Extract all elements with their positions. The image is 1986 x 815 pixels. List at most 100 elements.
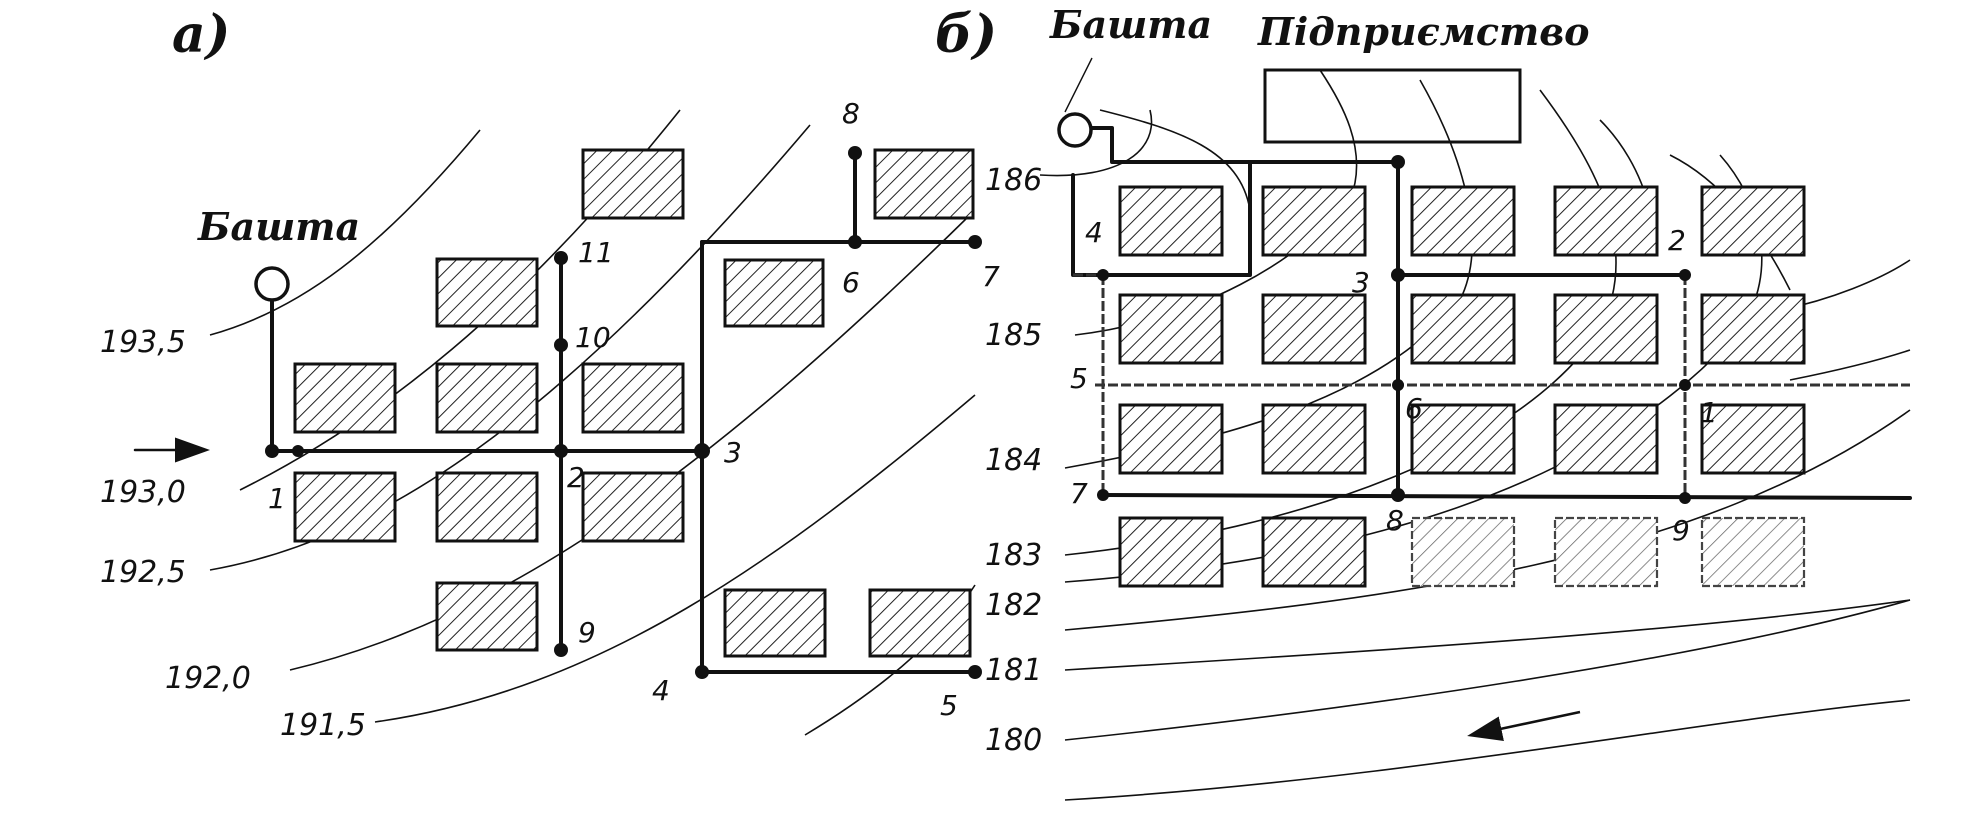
node-b-6 — [1392, 379, 1404, 391]
node-a-4 — [695, 665, 709, 679]
node-b-8 — [1391, 488, 1405, 502]
panel-a-blocks — [293, 148, 975, 658]
node-a-6 — [848, 235, 862, 249]
block-a-8 — [581, 471, 685, 543]
panel-b-blocks — [1118, 185, 1806, 588]
block-b-1-5 — [1700, 185, 1806, 257]
node-a-1b — [292, 445, 304, 457]
block-b-4-5 — [1700, 516, 1806, 588]
block-b-2-5 — [1700, 293, 1806, 365]
node-b-5 — [1097, 269, 1109, 281]
block-a-4 — [435, 362, 539, 434]
node-a-5 — [968, 665, 982, 679]
block-a-5 — [581, 362, 685, 434]
node-b-label-6: 6 — [1405, 392, 1423, 425]
block-a-2 — [435, 257, 539, 328]
panel-b-contour-labels: 186 185 184 183 182 181 180 — [985, 163, 1042, 758]
node-a-label-1: 1 — [268, 482, 286, 515]
block-b-1-4 — [1553, 185, 1659, 257]
contour-b-label-180: 180 — [985, 723, 1042, 758]
node-a-11 — [554, 251, 568, 265]
contour-b-extra-3 — [1099, 109, 1251, 211]
block-b-4-2 — [1261, 516, 1367, 588]
enterprise-block — [1263, 68, 1522, 144]
contour-b-extra-2 — [1064, 699, 1911, 801]
block-b-3-4 — [1553, 403, 1659, 475]
node-a-label-4: 4 — [652, 674, 670, 707]
node-a-label-8: 8 — [842, 97, 860, 130]
contour-b-label-182: 182 — [985, 588, 1042, 623]
contour-b-extra-1 — [1064, 599, 1911, 671]
block-b-4-4 — [1553, 516, 1659, 588]
node-a-2 — [554, 444, 568, 458]
contour-181 — [1064, 409, 1911, 631]
enterprise-label: Підприємство — [1257, 9, 1590, 54]
block-a-9 — [435, 581, 539, 652]
contour-b-label-184: 184 — [985, 443, 1042, 478]
panel-b-label: б) — [935, 4, 997, 65]
contour-180 — [1064, 599, 1911, 741]
node-b-label-4: 4 — [1085, 216, 1103, 249]
block-b-3-2 — [1261, 403, 1367, 475]
contour-a-label-192-0: 192,0 — [165, 661, 251, 696]
contour-a-label-193-0: 193,0 — [100, 475, 186, 510]
node-a-label-2: 2 — [567, 461, 585, 494]
block-a-7 — [435, 471, 539, 543]
tower-b-feed — [1088, 126, 1400, 164]
tower-a-icon — [254, 266, 290, 302]
pipe-b-7-9 — [1101, 493, 1912, 500]
node-b-label-8: 8 — [1386, 504, 1404, 537]
panel-a-contours — [209, 109, 976, 736]
contour-a-label-191-5: 191,5 — [280, 708, 366, 743]
node-a-7 — [968, 235, 982, 249]
panel-a-node-labels: 1 2 3 4 5 6 7 8 9 10 11 — [268, 97, 1000, 722]
tower-a-label: Башта — [197, 204, 360, 249]
node-b-label-1: 1 — [1700, 396, 1718, 429]
tower-b-leader — [1064, 57, 1093, 113]
panel-b: б) Башта Підприємство — [935, 2, 1912, 801]
block-b-1-1 — [1118, 185, 1224, 257]
node-b-7 — [1097, 489, 1109, 501]
panel-a: а) — [100, 4, 1000, 743]
panel-b-nodes — [1097, 155, 1691, 504]
panel-a-pipes — [133, 151, 977, 674]
panel-b-node-labels: 1 2 3 4 5 6 7 8 9 — [1070, 216, 1718, 547]
tower-b-icon — [1057, 112, 1093, 148]
panel-a-label: а) — [172, 4, 230, 65]
block-b-1-3 — [1410, 185, 1516, 257]
node-b-1 — [1679, 379, 1691, 391]
block-b-2-1 — [1118, 293, 1224, 365]
contour-a-label-192-5: 192,5 — [100, 555, 186, 590]
node-a-10 — [554, 338, 568, 352]
node-a-8 — [848, 146, 862, 160]
pipe-b-4-3 — [1071, 160, 1252, 277]
tower-b-label: Башта — [1049, 2, 1212, 47]
node-b-label-2: 2 — [1668, 224, 1686, 257]
node-a-label-7: 7 — [982, 260, 1000, 293]
block-b-1-2 — [1261, 185, 1367, 257]
block-b-4-1 — [1118, 516, 1224, 588]
node-b-label-5: 5 — [1070, 362, 1088, 395]
contour-b-label-186: 186 — [985, 163, 1042, 198]
block-a-6 — [293, 471, 397, 543]
contour-a-label-193-5: 193,5 — [100, 325, 186, 360]
block-b-3-3 — [1410, 403, 1516, 475]
node-a-9 — [554, 643, 568, 657]
block-a-10 — [723, 258, 825, 328]
node-b-3 — [1391, 268, 1405, 282]
node-b-label-9: 9 — [1672, 514, 1690, 547]
flow-arrow-b — [1467, 710, 1581, 741]
contour-193-5 — [209, 129, 481, 336]
contour-b-label-185: 185 — [985, 318, 1042, 353]
node-b-top — [1391, 155, 1405, 169]
node-a-label-10: 10 — [575, 321, 611, 354]
node-a-label-5: 5 — [940, 689, 958, 722]
block-b-3-1 — [1118, 403, 1224, 475]
node-b-label-3: 3 — [1352, 266, 1370, 299]
block-a-11 — [873, 148, 975, 220]
node-b-label-7: 7 — [1070, 477, 1088, 510]
node-a-3 — [694, 443, 710, 459]
node-a-label-9: 9 — [578, 616, 596, 649]
